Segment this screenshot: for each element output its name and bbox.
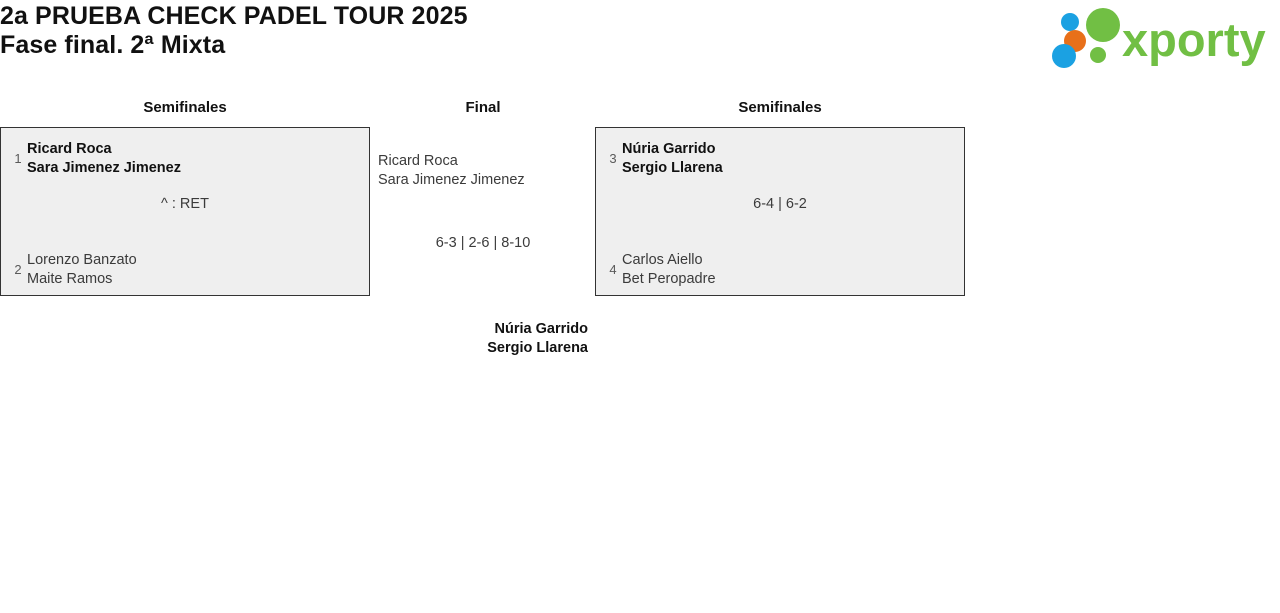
logo-dot-blue-top (1061, 13, 1079, 31)
match-team-top[interactable]: 3 Núria Garrido Sergio Llarena (596, 140, 964, 178)
player-name-2: Sergio Llarena (487, 340, 588, 356)
team-names: Ricard Roca Sara Jimenez Jimenez (27, 140, 181, 178)
seed-number: 2 (14, 262, 22, 277)
match-score: 6-4 | 6-2 (753, 196, 807, 212)
player-name-2: Sergio Llarena (622, 160, 723, 176)
match-semifinal-right[interactable]: 3 Núria Garrido Sergio Llarena 6-4 | 6-2… (595, 127, 965, 296)
match-score: 6-3 | 2-6 | 8-10 (435, 235, 531, 251)
team-names: Núria Garrido Sergio Llarena (622, 140, 723, 178)
player-name-1: Lorenzo Banzato (27, 252, 137, 268)
tournament-title-line1: 2a PRUEBA CHECK PADEL TOUR 2025 (0, 2, 468, 30)
match-final[interactable]: Ricard Roca Sara Jimenez Jimenez 6-3 | 2… (370, 127, 596, 353)
champion-team[interactable]: Núria Garrido Sergio Llarena (370, 320, 588, 358)
player-name-1: Núria Garrido (494, 321, 588, 337)
player-name-1: Carlos Aiello (622, 252, 703, 268)
round-header-semifinals-right: Semifinales (738, 99, 822, 116)
player-name-1: Ricard Roca (378, 153, 458, 169)
match-team-bottom[interactable]: 2 Lorenzo Banzato Maite Ramos (1, 251, 369, 289)
round-header-final: Final (465, 99, 501, 116)
team-names: Carlos Aiello Bet Peropadre (622, 251, 716, 289)
page-header: 2a PRUEBA CHECK PADEL TOUR 2025 Fase fin… (0, 0, 1280, 88)
player-name-2: Bet Peropadre (622, 271, 716, 287)
match-score: ^ : RET (161, 196, 209, 212)
tournament-title-line2: Fase final. 2ª Mixta (0, 31, 226, 59)
tournament-bracket: Semifinales Final Semifinales 1 Ricard R… (0, 88, 1280, 613)
xporty-logo-graphic: xporty (1052, 8, 1266, 68)
logo-dot-green-large (1086, 8, 1120, 42)
match-semifinal-left[interactable]: 1 Ricard Roca Sara Jimenez Jimenez ^ : R… (0, 127, 370, 296)
page-title: 2a PRUEBA CHECK PADEL TOUR 2025 Fase fin… (0, 2, 900, 60)
xporty-logo[interactable]: xporty (1048, 8, 1276, 68)
round-header-semifinals-left: Semifinales (143, 99, 227, 116)
seed-number: 1 (14, 151, 22, 166)
logo-dot-blue-bottom (1052, 44, 1076, 68)
match-team-top[interactable]: Ricard Roca Sara Jimenez Jimenez (378, 152, 525, 190)
logo-wordmark: xporty (1122, 13, 1266, 66)
seed-number: 3 (609, 151, 617, 166)
player-name-2: Maite Ramos (27, 271, 113, 287)
player-name-1: Núria Garrido (622, 141, 716, 157)
logo-dot-green-small (1090, 47, 1106, 63)
player-name-2: Sara Jimenez Jimenez (378, 172, 525, 188)
player-name-2: Sara Jimenez Jimenez (27, 160, 181, 176)
team-names: Lorenzo Banzato Maite Ramos (27, 251, 137, 289)
player-name-1: Ricard Roca (27, 141, 112, 157)
seed-number: 4 (609, 262, 617, 277)
match-team-top[interactable]: 1 Ricard Roca Sara Jimenez Jimenez (1, 140, 369, 178)
match-team-bottom[interactable]: 4 Carlos Aiello Bet Peropadre (596, 251, 964, 289)
